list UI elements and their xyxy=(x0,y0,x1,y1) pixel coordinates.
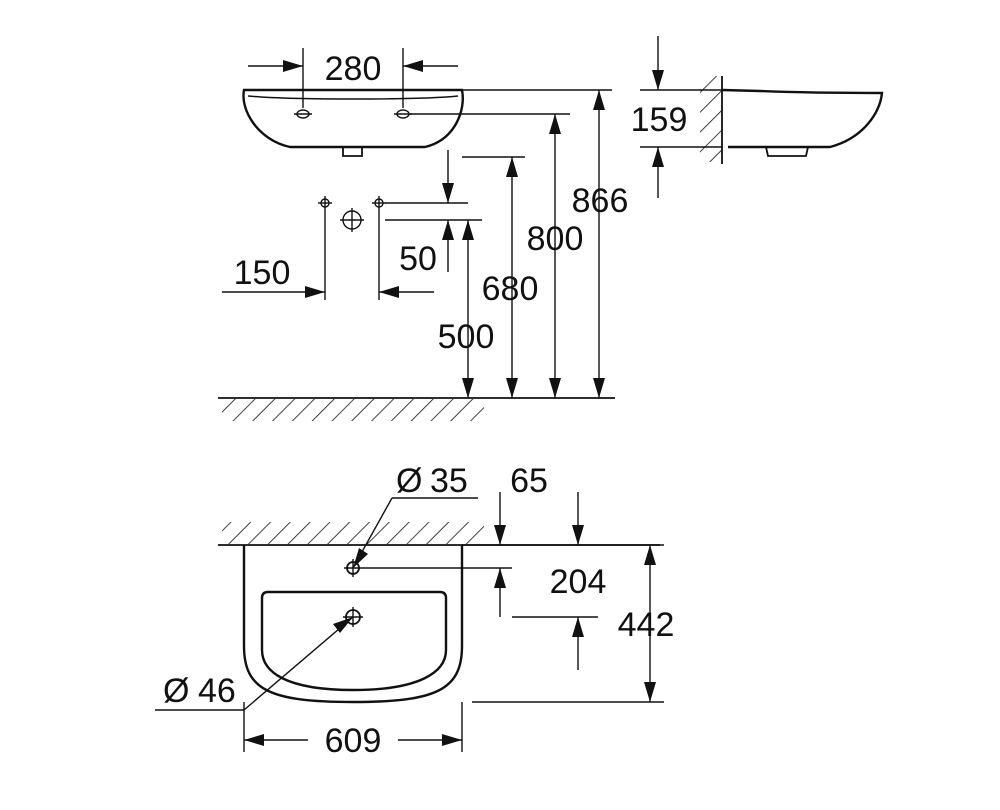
top-view: Ø 35 65 204 442 xyxy=(155,462,674,760)
dim-height-680: 680 xyxy=(462,156,539,398)
drain-pipe-center xyxy=(340,208,364,232)
label-500: 500 xyxy=(438,318,495,356)
dim-height-800: 800 xyxy=(410,113,584,398)
label-609: 609 xyxy=(325,722,382,760)
dim-tap-hole-dia: Ø 35 xyxy=(352,462,478,569)
diameter-symbol-46: Ø xyxy=(163,672,189,710)
basin-inner-line xyxy=(247,95,459,100)
floor-line xyxy=(218,397,615,421)
label-442: 442 xyxy=(618,606,675,644)
front-elevation: 280 150 xyxy=(218,48,628,421)
dim-valve-offset: 50 xyxy=(379,150,482,298)
label-159: 159 xyxy=(631,101,688,139)
label-46: 46 xyxy=(198,672,236,710)
basin-top-bowl xyxy=(260,590,448,692)
label-800: 800 xyxy=(527,220,584,258)
drain-side xyxy=(765,146,809,157)
drain-front xyxy=(342,147,363,157)
label-680: 680 xyxy=(482,270,539,308)
diameter-symbol-35: Ø xyxy=(396,462,422,500)
wall-top xyxy=(218,522,660,546)
side-section: 159 xyxy=(631,36,884,198)
mounting-hole-left xyxy=(294,109,312,119)
dim-height-866: 866 xyxy=(462,89,629,398)
dim-drain-dia: Ø 46 xyxy=(155,616,354,711)
valve-left xyxy=(318,196,332,300)
basin-front-outline xyxy=(242,88,464,149)
label-150: 150 xyxy=(234,254,291,292)
basin-top-outline xyxy=(242,545,464,704)
label-65: 65 xyxy=(510,462,548,500)
dim-tap-hole-offset: 65 xyxy=(494,462,584,545)
basin-side-outline xyxy=(721,88,884,149)
dim-basin-depth: 442 xyxy=(462,544,675,703)
label-35: 35 xyxy=(430,462,468,500)
mounting-hole-right xyxy=(394,109,412,119)
label-204: 204 xyxy=(550,563,607,601)
dim-bowl-depth: 159 xyxy=(631,36,722,198)
label-866: 866 xyxy=(572,182,629,220)
wall-hatch-side xyxy=(700,76,722,162)
dim-height-500: 500 xyxy=(438,220,495,398)
label-280: 280 xyxy=(325,50,382,88)
dim-drain-offset: 204 xyxy=(362,563,606,670)
label-50: 50 xyxy=(399,240,437,278)
dim-hole-spacing: 280 xyxy=(248,48,458,108)
dim-basin-width: 609 xyxy=(243,702,463,760)
valve-right xyxy=(372,196,386,300)
dim-valve-spacing: 150 xyxy=(222,254,325,298)
